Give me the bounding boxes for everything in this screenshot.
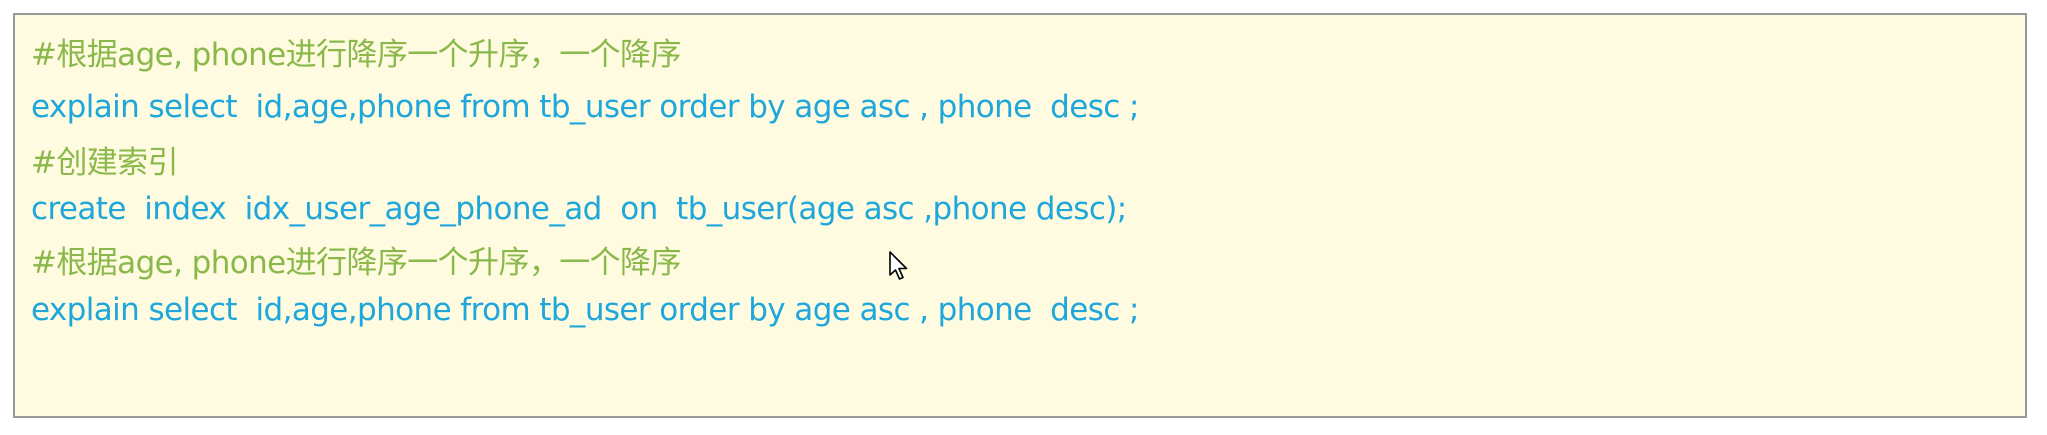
code-line: create index idx_user_age_phone_ad on tb… (31, 191, 1127, 227)
code-line: explain select id,age,phone from tb_user… (31, 292, 1139, 328)
comment-line: #根据age, phone进行降序一个升序，一个降序 (31, 245, 681, 281)
mouse-pointer-icon (889, 251, 908, 280)
code-block: #根据age, phone进行降序一个升序，一个降序 explain selec… (13, 13, 2027, 418)
comment-line: #根据age, phone进行降序一个升序，一个降序 (31, 37, 681, 73)
code-line: explain select id,age,phone from tb_user… (31, 89, 1139, 125)
comment-line: #创建索引 (31, 145, 179, 181)
